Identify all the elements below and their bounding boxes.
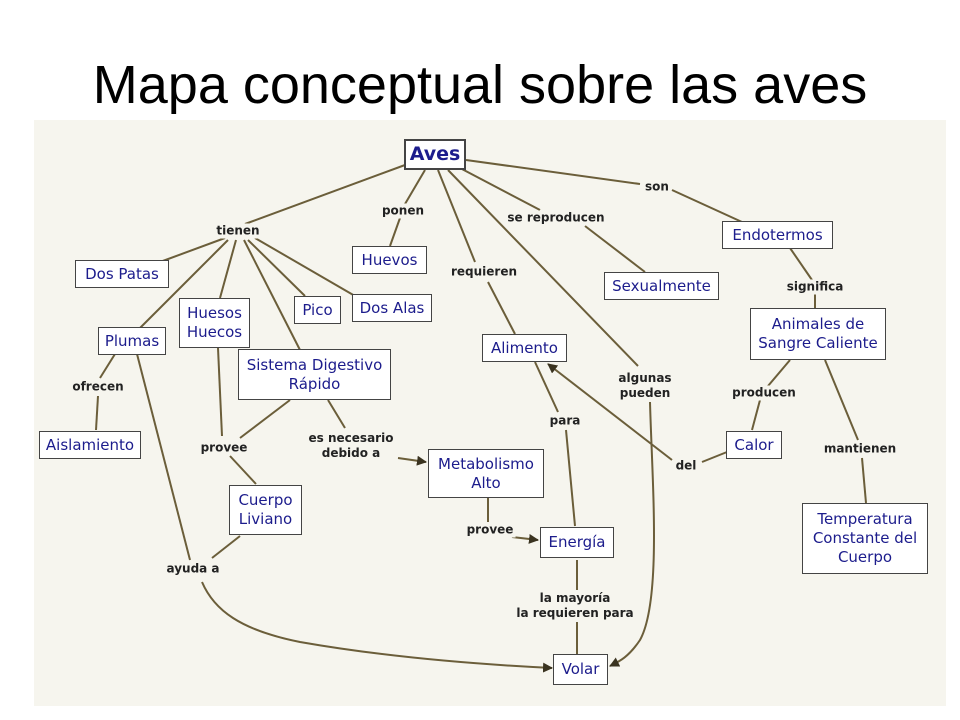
line-tienen-sistema	[243, 239, 301, 351]
link-son: son	[643, 179, 671, 195]
line-mantienen-temperatura	[861, 457, 867, 504]
node-sistema-digestivo: Sistema Digestivo Rápido	[238, 349, 391, 400]
link-se-reproducen: se reproducen	[505, 210, 607, 226]
node-metabolismo-alto: Metabolismo Alto	[428, 449, 544, 498]
line-producen-calor	[751, 399, 761, 431]
node-huesos-huecos: Huesos Huecos	[179, 298, 250, 348]
node-cuerpo-liviano: Cuerpo Liviano	[229, 485, 302, 535]
link-ayuda-a: ayuda a	[164, 561, 222, 577]
node-sexualmente: Sexualmente	[604, 272, 719, 300]
node-energia: Energía	[540, 527, 614, 558]
line-para-energia	[565, 429, 576, 527]
line-tienen-pico	[247, 239, 306, 297]
link-provee-cuerpo: provee	[198, 440, 250, 456]
link-ofrecen: ofrecen	[70, 379, 126, 395]
line-tienen-dospatas	[159, 237, 226, 263]
line-plumas-ofrecen	[99, 353, 116, 379]
line-tienen-huesos	[219, 239, 237, 299]
node-aves: Aves	[404, 139, 466, 170]
link-mantienen: mantienen	[821, 441, 899, 457]
line-del-alimento	[547, 363, 673, 461]
line-plumas-ayuda	[136, 353, 191, 561]
line-son-endotermos	[671, 189, 743, 223]
link-del: del	[673, 458, 699, 474]
line-calor-del	[701, 451, 728, 463]
link-es-necesario: es necesario debido a	[306, 431, 396, 461]
line-aves-algunas	[447, 169, 639, 367]
line-animales-producen	[767, 359, 791, 387]
link-requieren: requieren	[448, 264, 520, 280]
line-sistema-provee	[239, 399, 291, 439]
line-reproducen-sexualmente	[584, 225, 646, 273]
node-pico: Pico	[294, 296, 341, 324]
node-dos-alas: Dos Alas	[352, 294, 432, 322]
line-aves-reproducen	[459, 167, 541, 211]
line-necesario-metabolismo	[397, 455, 427, 466]
link-significa: significa	[784, 279, 846, 295]
line-algunas-volar	[609, 401, 655, 667]
node-aislamiento: Aislamiento	[39, 431, 141, 459]
page-title: Mapa conceptual sobre las aves	[92, 55, 868, 115]
link-mayoria-requieren: la mayoría la requieren para	[514, 591, 636, 621]
node-alimento: Alimento	[482, 334, 567, 362]
line-cuerpo-ayuda	[211, 535, 241, 559]
line-provee-cuerpo	[229, 455, 257, 485]
line-requieren-alimento	[487, 281, 516, 335]
line-alimento-para	[534, 361, 559, 413]
line-animales-mantienen	[824, 359, 859, 441]
line-provee-energia	[511, 534, 539, 544]
line-tienen-dosalas	[254, 237, 356, 297]
line-aves-requieren	[437, 169, 476, 263]
line-aves-tienen	[244, 164, 406, 225]
line-aves-ponen	[404, 169, 426, 205]
node-temperatura-constante: Temperatura Constante del Cuerpo	[802, 503, 928, 574]
line-tienen-plumas	[139, 239, 229, 329]
node-huevos: Huevos	[352, 246, 427, 274]
link-ponen: ponen	[379, 203, 427, 219]
node-dos-patas: Dos Patas	[75, 260, 169, 288]
node-animales-sangre-caliente: Animales de Sangre Caliente	[750, 308, 886, 360]
node-plumas: Plumas	[98, 327, 166, 355]
link-provee-energia: provee	[464, 522, 516, 538]
line-ayuda-volar	[201, 581, 553, 673]
link-producen: producen	[730, 385, 798, 401]
node-endotermos: Endotermos	[722, 221, 833, 249]
line-ofrecen-aislamiento	[95, 395, 99, 431]
line-endotermos-significa	[789, 247, 813, 281]
line-aves-son	[465, 159, 641, 185]
line-sistema-necesario	[327, 399, 346, 429]
concept-map-canvas	[34, 120, 946, 706]
node-volar: Volar	[553, 654, 608, 685]
line-huesos-provee	[217, 347, 223, 437]
link-para: para	[547, 413, 583, 429]
link-tienen: tienen	[214, 223, 262, 239]
link-algunas-pueden: algunas pueden	[616, 371, 674, 401]
line-ponen-huevos	[389, 217, 401, 247]
node-calor: Calor	[726, 431, 782, 459]
